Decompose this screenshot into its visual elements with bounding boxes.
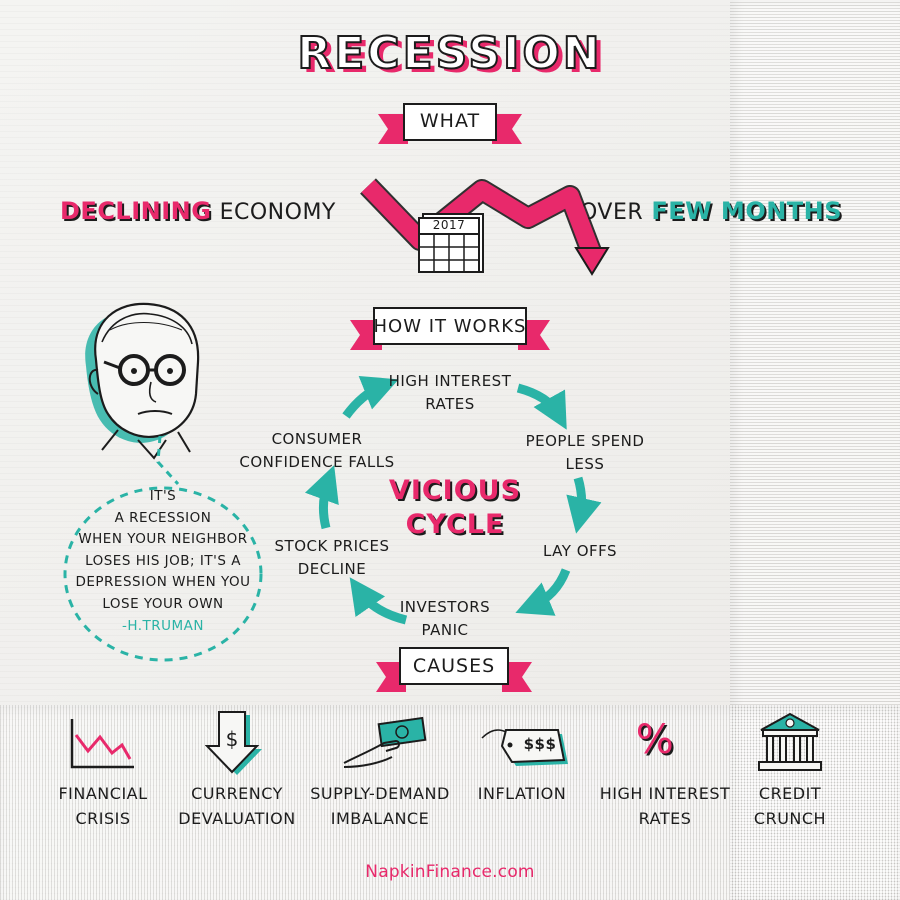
ribbon-shape-icon bbox=[376, 647, 532, 692]
cycle-arrow-3 bbox=[515, 568, 571, 616]
footer-site[interactable]: NapkinFinance.com bbox=[365, 862, 535, 882]
cycle-arrow-5 bbox=[304, 465, 339, 530]
ribbon-causes-label: CAUSES bbox=[412, 655, 496, 677]
dollar-down-icon: $ bbox=[205, 711, 262, 775]
chart-down-icon bbox=[70, 719, 134, 769]
declining-economy-text: DECLINING ECONOMY bbox=[60, 197, 350, 226]
cycle-arrow-1 bbox=[516, 383, 567, 430]
economy-word: ECONOMY bbox=[219, 200, 336, 225]
bank-icon bbox=[758, 712, 822, 771]
hand-cash-icon bbox=[343, 716, 427, 768]
declining-arrow-icon bbox=[360, 178, 610, 276]
ribbon-shape-icon bbox=[378, 103, 522, 144]
declining-highlight: DECLINING bbox=[60, 197, 212, 225]
quote-author: -H.TRUMAN bbox=[121, 617, 205, 634]
cycle-step-lay-offs: LAY OFFS bbox=[542, 542, 618, 560]
cycle-arrows bbox=[304, 375, 602, 625]
price-tag-text: $$$ bbox=[523, 735, 557, 753]
portrait-illustration bbox=[85, 302, 200, 460]
few-months-highlight: FEW MONTHS bbox=[651, 197, 843, 225]
cycle-arrow-2 bbox=[566, 476, 602, 534]
ribbon-what-label: WHAT bbox=[419, 110, 481, 132]
quote-bubble bbox=[63, 435, 263, 662]
svg-text:$: $ bbox=[226, 727, 239, 751]
ribbon-how-it-works: HOW IT WORKS bbox=[350, 302, 550, 358]
cycle-arrow-6 bbox=[342, 375, 399, 419]
price-tag-icon bbox=[481, 729, 568, 766]
over-few-months-text: OVER FEW MONTHS bbox=[580, 197, 850, 226]
ribbon-shape-icon bbox=[350, 307, 550, 350]
percent-icon: % bbox=[635, 717, 675, 763]
napkin-emboss-bottom bbox=[0, 705, 900, 900]
page-title: RECESSION bbox=[296, 27, 603, 80]
ribbon-what: WHAT bbox=[378, 96, 522, 154]
calendar-year: 2017 bbox=[432, 218, 466, 232]
cause-inflation: INFLATION bbox=[477, 784, 567, 803]
ribbon-how-label: HOW IT WORKS bbox=[373, 315, 527, 337]
calendar-icon: 2017 bbox=[417, 210, 487, 274]
cycle-arrow-4 bbox=[349, 577, 408, 625]
quote-text: IT'S A RECESSION WHEN YOUR NEIGHBOR LOSE… bbox=[68, 486, 258, 637]
ribbon-causes: CAUSES bbox=[376, 640, 532, 698]
